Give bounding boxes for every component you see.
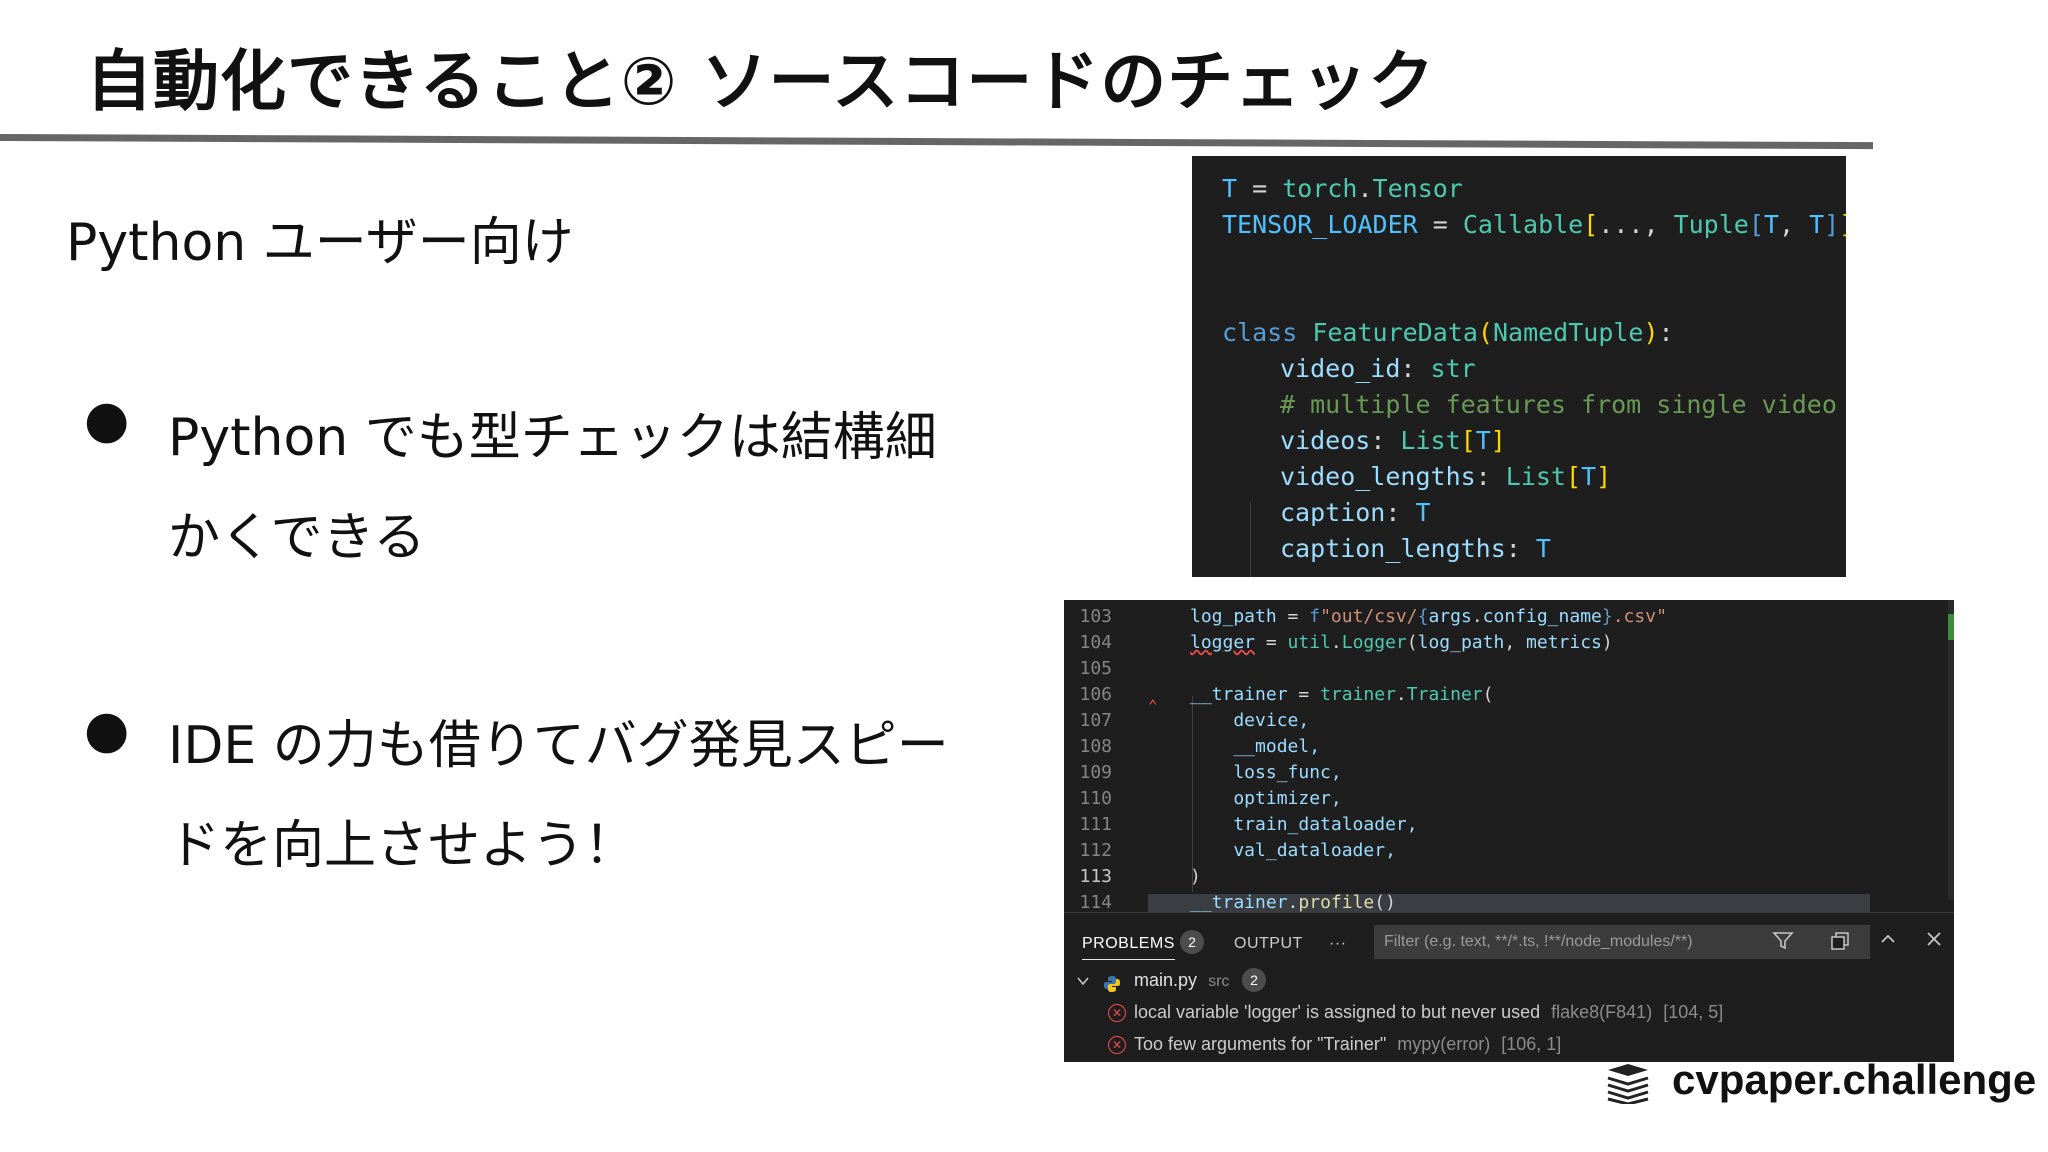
problem-file-row[interactable]: main.py src <box>1076 965 1229 995</box>
problem-message: Too few arguments for "Trainer" <box>1134 1034 1387 1054</box>
slide-subtitle: Python ユーザー向け <box>66 213 574 273</box>
editor-line[interactable]: 113 ) <box>1079 866 1201 887</box>
problem-file-name: main.py <box>1134 970 1198 990</box>
more-actions-icon[interactable]: ··· <box>1329 935 1347 952</box>
python-file-icon <box>1103 972 1121 993</box>
code-line: video_id: str <box>1280 354 1476 383</box>
indent-guide <box>1250 502 1251 577</box>
problem-location: [106, 1] <box>1501 1034 1562 1054</box>
code-line: caption: T <box>1280 498 1431 527</box>
filter-icon[interactable] <box>1772 931 1794 957</box>
problem-source: flake8(F841) <box>1551 1002 1653 1022</box>
editor-line[interactable]: 112 val_dataloader, <box>1079 840 1396 861</box>
collapse-all-icon[interactable] <box>1830 931 1850 957</box>
title-divider <box>0 134 1873 150</box>
filter-input[interactable]: Filter (e.g. text, **/*.ts, !**/node_mod… <box>1374 925 1870 959</box>
bullet-marker: ● <box>84 700 130 760</box>
problem-file-folder: src <box>1208 973 1230 990</box>
editor-line[interactable]: 111 train_dataloader, <box>1079 814 1418 835</box>
file-problem-count-badge: 2 <box>1242 968 1266 992</box>
problems-panel: PROBLEMS 2 OUTPUT ··· Filter (e.g. text,… <box>1064 913 1954 1062</box>
overview-ruler[interactable] <box>1948 600 1954 900</box>
problem-location: [104, 5] <box>1663 1002 1724 1022</box>
editor-line[interactable]: 103 log_path = f"out/csv/{args.config_na… <box>1079 606 1667 627</box>
cvpaper-logo-icon <box>1607 1064 1649 1104</box>
editor-line[interactable]: 114 __trainer.profile() <box>1079 892 1396 913</box>
problem-item[interactable]: ✕ Too few arguments for "Trainer" mypy(er… <box>1108 1029 1561 1059</box>
close-panel-icon[interactable] <box>1924 929 1944 955</box>
editor-line[interactable]: 107 device, <box>1079 710 1310 731</box>
code-line: class FeatureData(NamedTuple): <box>1222 318 1674 347</box>
problem-source: mypy(error) <box>1397 1034 1491 1054</box>
editor-line[interactable]: 110 optimizer, <box>1079 788 1342 809</box>
bullet-text: IDE の力も借りてバグ発見スピードを向上させよう！ <box>168 716 949 876</box>
error-marker-icon: ⌃ <box>1148 696 1158 715</box>
tab-problems[interactable]: PROBLEMS <box>1082 935 1175 960</box>
ide-window: ⌃ 103 log_path = f"out/csv/{args.config_… <box>1064 600 1954 1062</box>
indent-guide <box>1192 696 1193 892</box>
current-line-highlight <box>1148 894 1870 916</box>
code-line: T = torch.Tensor <box>1222 174 1463 203</box>
editor-line[interactable]: 109 loss_func, <box>1079 762 1342 783</box>
code-line: caption_lengths: T <box>1280 534 1551 563</box>
code-comment: # multiple features from single video <box>1280 390 1837 419</box>
bullet-text: Python でも型チェックは結構細かくできる <box>168 408 937 568</box>
problem-message: local variable 'logger' is assigned to b… <box>1134 1002 1541 1022</box>
problems-count-badge: 2 <box>1180 930 1204 954</box>
panel-divider <box>1064 912 1954 913</box>
code-line: videos: List[T] <box>1280 426 1506 455</box>
editor-line[interactable]: 105 <box>1079 658 1112 679</box>
editor-line[interactable]: 106 __trainer = trainer.Trainer( <box>1079 684 1494 705</box>
tab-output[interactable]: OUTPUT <box>1234 935 1303 952</box>
brand-name: cvpaper.challenge <box>1672 1056 2037 1103</box>
code-line: TENSOR_LOADER = Callable[..., Tuple[T, T… <box>1222 210 1846 239</box>
editor-line[interactable]: 104 logger = util.Logger(log_path, metri… <box>1079 632 1613 653</box>
chevron-down-icon[interactable] <box>1076 970 1103 990</box>
code-snippet-panel: T = torch.Tensor TENSOR_LOADER = Callabl… <box>1192 156 1846 577</box>
error-icon: ✕ <box>1108 1004 1126 1023</box>
editor-line[interactable]: 108 __model, <box>1079 736 1321 757</box>
code-line: video_lengths: List[T] <box>1280 462 1612 491</box>
slide-title: 自動化できること② ソースコードのチェック <box>86 43 1436 120</box>
bullet-marker: ● <box>84 390 130 450</box>
problem-item[interactable]: ✕ local variable 'logger' is assigned to … <box>1108 997 1723 1027</box>
error-icon: ✕ <box>1108 1036 1126 1055</box>
maximize-panel-icon[interactable] <box>1878 929 1898 955</box>
